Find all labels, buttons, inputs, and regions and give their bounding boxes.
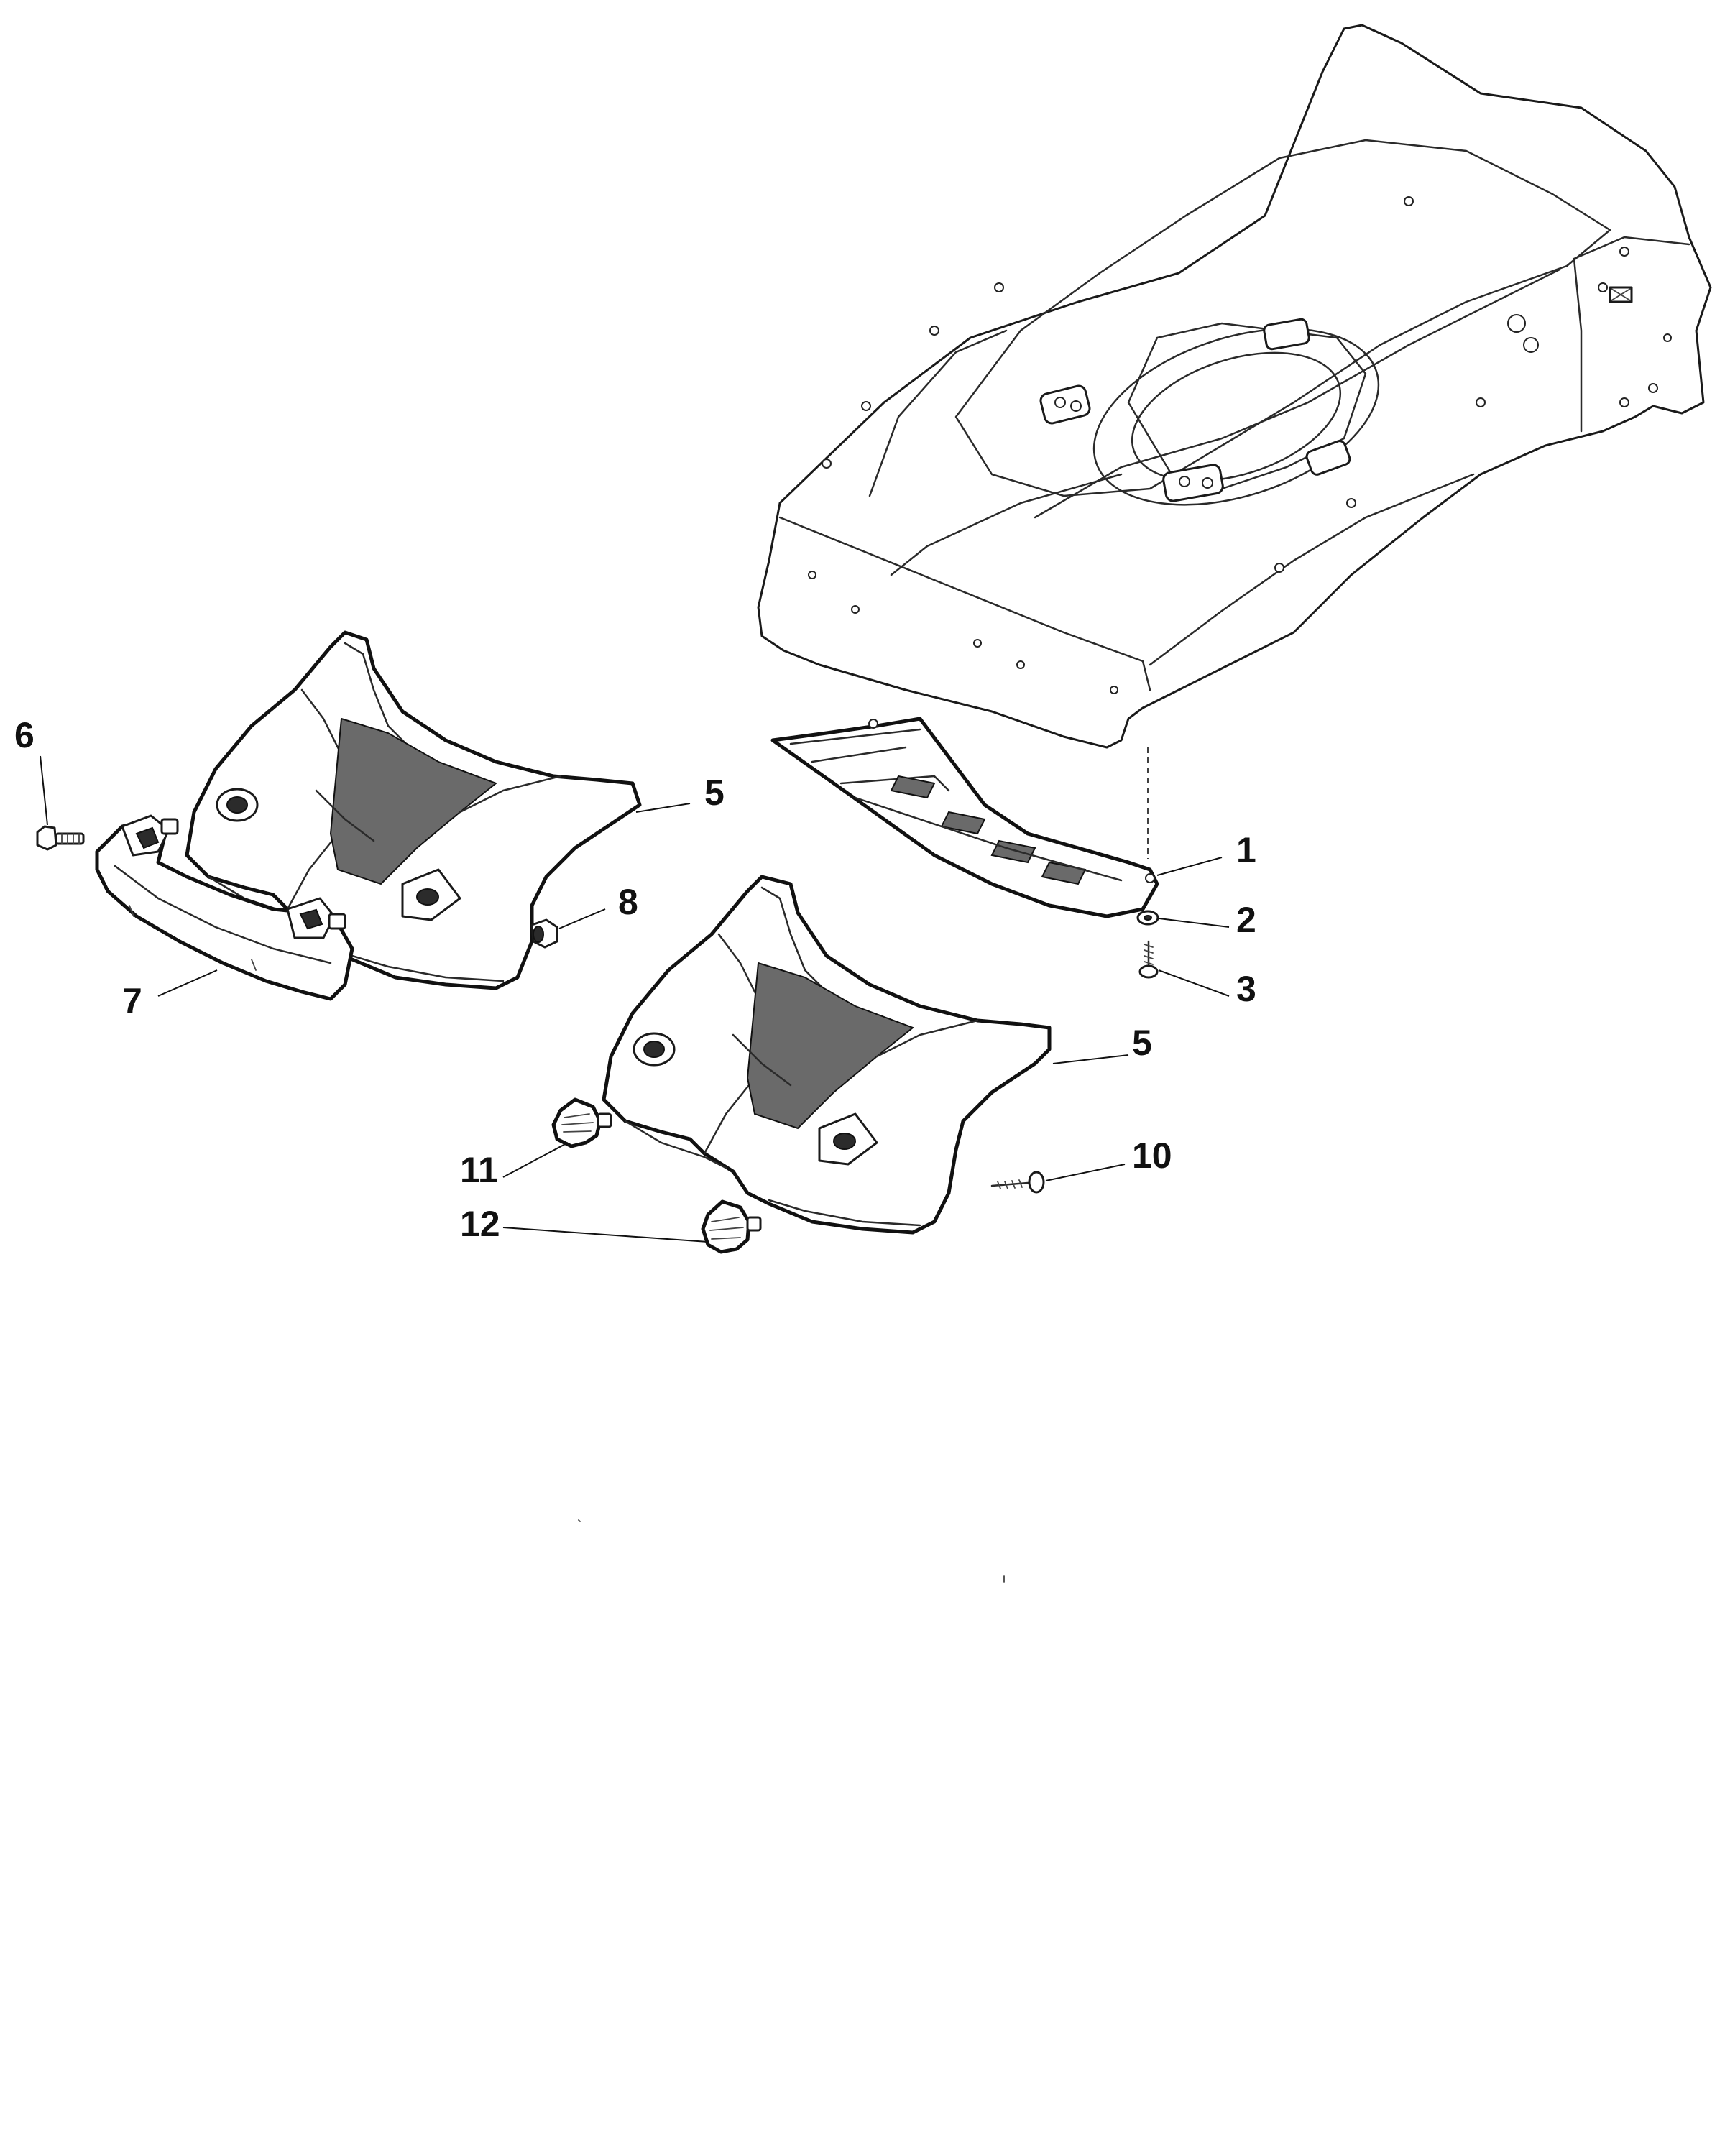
callout-10: 10 bbox=[1132, 1135, 1172, 1176]
leader-10 bbox=[1045, 1164, 1126, 1181]
part-12-cap bbox=[701, 1199, 762, 1254]
leader-2 bbox=[1159, 918, 1230, 928]
leader-7 bbox=[157, 969, 218, 997]
part-5-bumper-housing-lower bbox=[602, 875, 1052, 1235]
part-1-deflector-flap bbox=[770, 717, 1159, 918]
callout-6: 6 bbox=[14, 715, 34, 755]
mower-deck bbox=[757, 24, 1712, 749]
leader-11 bbox=[502, 1142, 569, 1178]
leader-3 bbox=[1158, 969, 1230, 997]
part-11-cap bbox=[551, 1097, 612, 1148]
leader-5a bbox=[635, 803, 691, 813]
part-5-bumper-housing-upper bbox=[185, 630, 642, 990]
stray-marks bbox=[578, 1519, 1005, 1583]
part-2-washer bbox=[1136, 910, 1159, 926]
callout-2: 2 bbox=[1236, 900, 1256, 940]
callout-3: 3 bbox=[1236, 969, 1256, 1009]
leader-1 bbox=[1156, 857, 1223, 876]
callout-12: 12 bbox=[460, 1204, 500, 1244]
callout-1: 1 bbox=[1236, 830, 1256, 870]
callout-5-upper: 5 bbox=[704, 773, 724, 813]
part-7-handle-bar bbox=[95, 814, 354, 1001]
callout-11: 11 bbox=[460, 1150, 498, 1190]
leader-5b bbox=[1052, 1054, 1129, 1064]
callout-8: 8 bbox=[618, 882, 638, 922]
callout-7: 7 bbox=[122, 981, 142, 1021]
callout-labels: 1 2 3 5 5 6 7 8 10 11 12 bbox=[14, 715, 1256, 1244]
part-6-bolt bbox=[36, 825, 85, 851]
part-8-nut bbox=[530, 918, 558, 949]
leader-lines bbox=[40, 755, 1230, 1243]
leader-12 bbox=[502, 1227, 709, 1243]
part-10-screw bbox=[990, 1171, 1045, 1194]
part-3-screw bbox=[1138, 940, 1159, 979]
leader-6 bbox=[40, 755, 48, 826]
leader-8 bbox=[558, 908, 606, 929]
callout-5-lower: 5 bbox=[1132, 1023, 1152, 1063]
